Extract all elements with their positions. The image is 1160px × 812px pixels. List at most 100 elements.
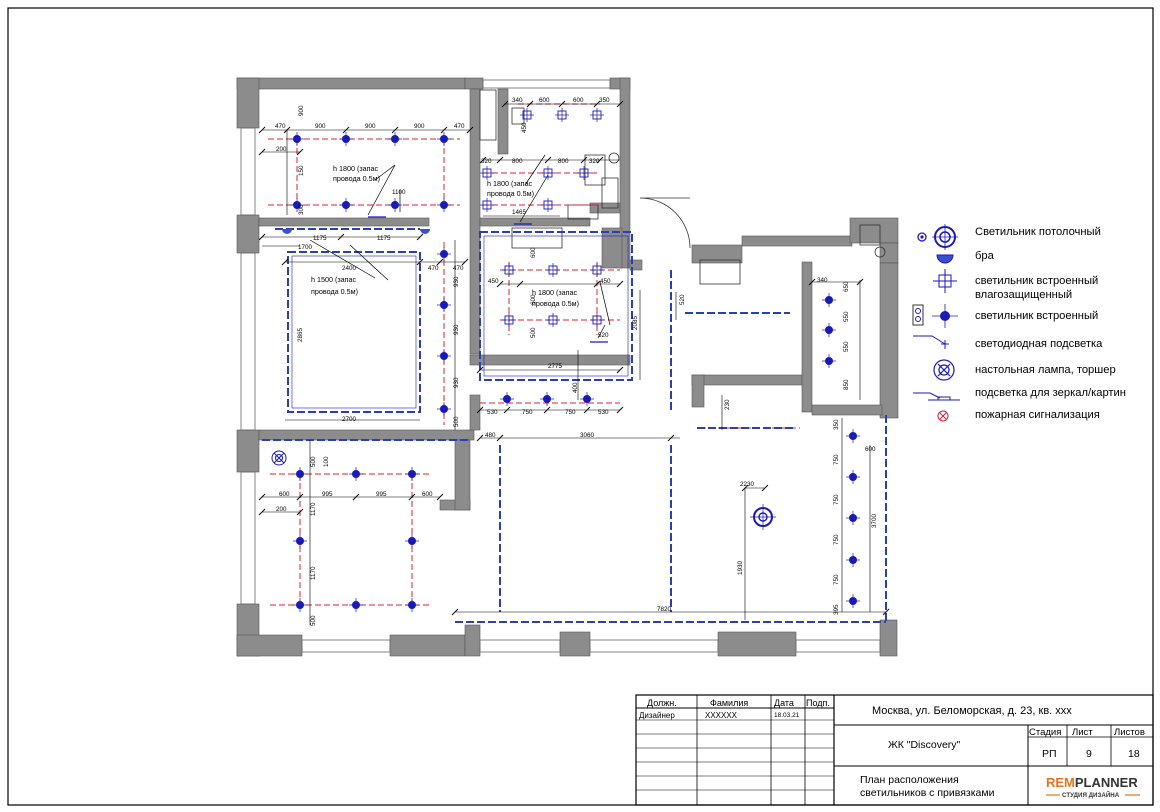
dim-label: 995	[322, 491, 333, 498]
light-dot	[825, 357, 833, 365]
builtin-light	[846, 594, 860, 608]
dim-label: 450	[488, 278, 499, 285]
builtin-light	[822, 354, 836, 368]
dim-label: 995	[376, 491, 387, 498]
builtin-light	[388, 198, 402, 212]
wet-light	[555, 108, 569, 122]
dim-label: 500	[310, 456, 317, 467]
builtin-light	[293, 598, 307, 612]
dim-label: 550	[843, 311, 850, 322]
builtin-light	[437, 402, 451, 416]
wet-light	[502, 313, 516, 327]
builtin-light	[437, 247, 451, 261]
builtin-light	[846, 470, 860, 484]
brand-rem: REM	[1046, 775, 1075, 790]
dim-label: 900	[298, 105, 305, 116]
dim-label: 1930	[737, 560, 744, 575]
dim-tick	[583, 406, 591, 414]
tb-col-post: Должн.	[647, 698, 677, 708]
dim-label: 340	[512, 97, 523, 104]
builtin-light	[846, 553, 860, 567]
dim-tick	[526, 100, 534, 108]
light-dot	[408, 470, 416, 478]
light-dot	[408, 601, 416, 609]
light-dot	[825, 296, 833, 304]
dim-label: 2865	[297, 327, 304, 342]
dim-label: 750	[565, 409, 576, 416]
wet-light	[520, 108, 534, 122]
brand-sub: СТУДИЯ ДИЗАЙНА	[1062, 791, 1120, 799]
dim-tick	[856, 278, 864, 286]
dim-tick	[808, 278, 816, 286]
dim-label: 1700	[298, 244, 313, 251]
dim-tick	[558, 100, 566, 108]
dim-tick	[516, 280, 524, 288]
builtin-light	[846, 511, 860, 525]
dim-label: 200	[276, 506, 287, 513]
dim-tick	[616, 406, 624, 414]
dim-tick	[496, 280, 504, 288]
dim-label: 530	[487, 409, 498, 416]
dim-tick	[296, 493, 304, 501]
dim-label: 3700	[871, 513, 878, 528]
note-text: h 1800 (запас	[532, 288, 578, 297]
light-dot	[342, 201, 350, 209]
dim-tick	[741, 484, 749, 492]
dim-tick	[476, 434, 484, 442]
dim-label: 350	[599, 97, 610, 104]
dim-label: 480	[485, 432, 496, 439]
dim-label: 100	[323, 456, 330, 467]
builtin-light	[349, 467, 363, 481]
dim-label: 600	[530, 294, 537, 305]
legend-label-wet-line1: светильник встроенный	[975, 275, 1098, 287]
legend-label-mirror: подсветка для зеркал/картин	[975, 387, 1126, 399]
dim-label: 7820	[657, 606, 672, 613]
tb-address: Москва, ул. Беломорская, д. 23, кв. ххх	[872, 705, 1072, 717]
light-dot	[391, 135, 399, 143]
dim-tick	[593, 100, 601, 108]
dim-tick	[436, 493, 444, 501]
dim-tick	[543, 406, 551, 414]
builtin-light	[822, 323, 836, 337]
wet-light	[480, 198, 494, 212]
wet-light	[590, 108, 604, 122]
builtin-light	[293, 534, 307, 548]
tb-stage-h: Стадия	[1029, 727, 1061, 738]
dim-label: 1170	[310, 566, 317, 580]
dim-labels: 470 900 900 900 470 200 900 150 300 1100…	[275, 97, 878, 626]
builtin-light	[405, 534, 419, 548]
dim-ticks	[258, 100, 890, 616]
dim-label: 500	[530, 327, 537, 338]
wet-light	[541, 198, 555, 212]
dim-label: 520	[679, 294, 686, 305]
builtin-light	[293, 467, 307, 481]
dim-tick	[761, 484, 769, 492]
note-text: h 1500 (запас	[311, 275, 357, 284]
sconce	[420, 229, 430, 234]
note-text: провода 0.5м)	[532, 299, 579, 308]
dim-label: 600	[865, 446, 876, 453]
wet-light	[577, 166, 591, 180]
builtin-light	[290, 132, 304, 146]
dim-label: 600	[539, 97, 550, 104]
dim-tick	[258, 148, 266, 156]
dim-label: 2085	[632, 315, 639, 330]
dim-label: 470	[454, 123, 465, 130]
light-dot	[440, 405, 448, 413]
light-dot	[296, 601, 304, 609]
light-dot	[296, 537, 304, 545]
dim-tick	[342, 126, 350, 134]
dim-label: 1465	[512, 209, 527, 216]
dim-label: 470	[275, 123, 286, 130]
light-dot	[391, 201, 399, 209]
dim-label: 930	[453, 276, 460, 287]
sconce	[282, 229, 292, 234]
dim-label: 900	[315, 123, 326, 130]
light-dot	[440, 352, 448, 360]
led-strips-inner	[291, 235, 629, 409]
dim-label: 450	[600, 278, 611, 285]
builtin-light	[405, 598, 419, 612]
dim-tick	[283, 126, 291, 134]
wet-light	[541, 166, 555, 180]
dim-label: 2775	[548, 363, 563, 370]
